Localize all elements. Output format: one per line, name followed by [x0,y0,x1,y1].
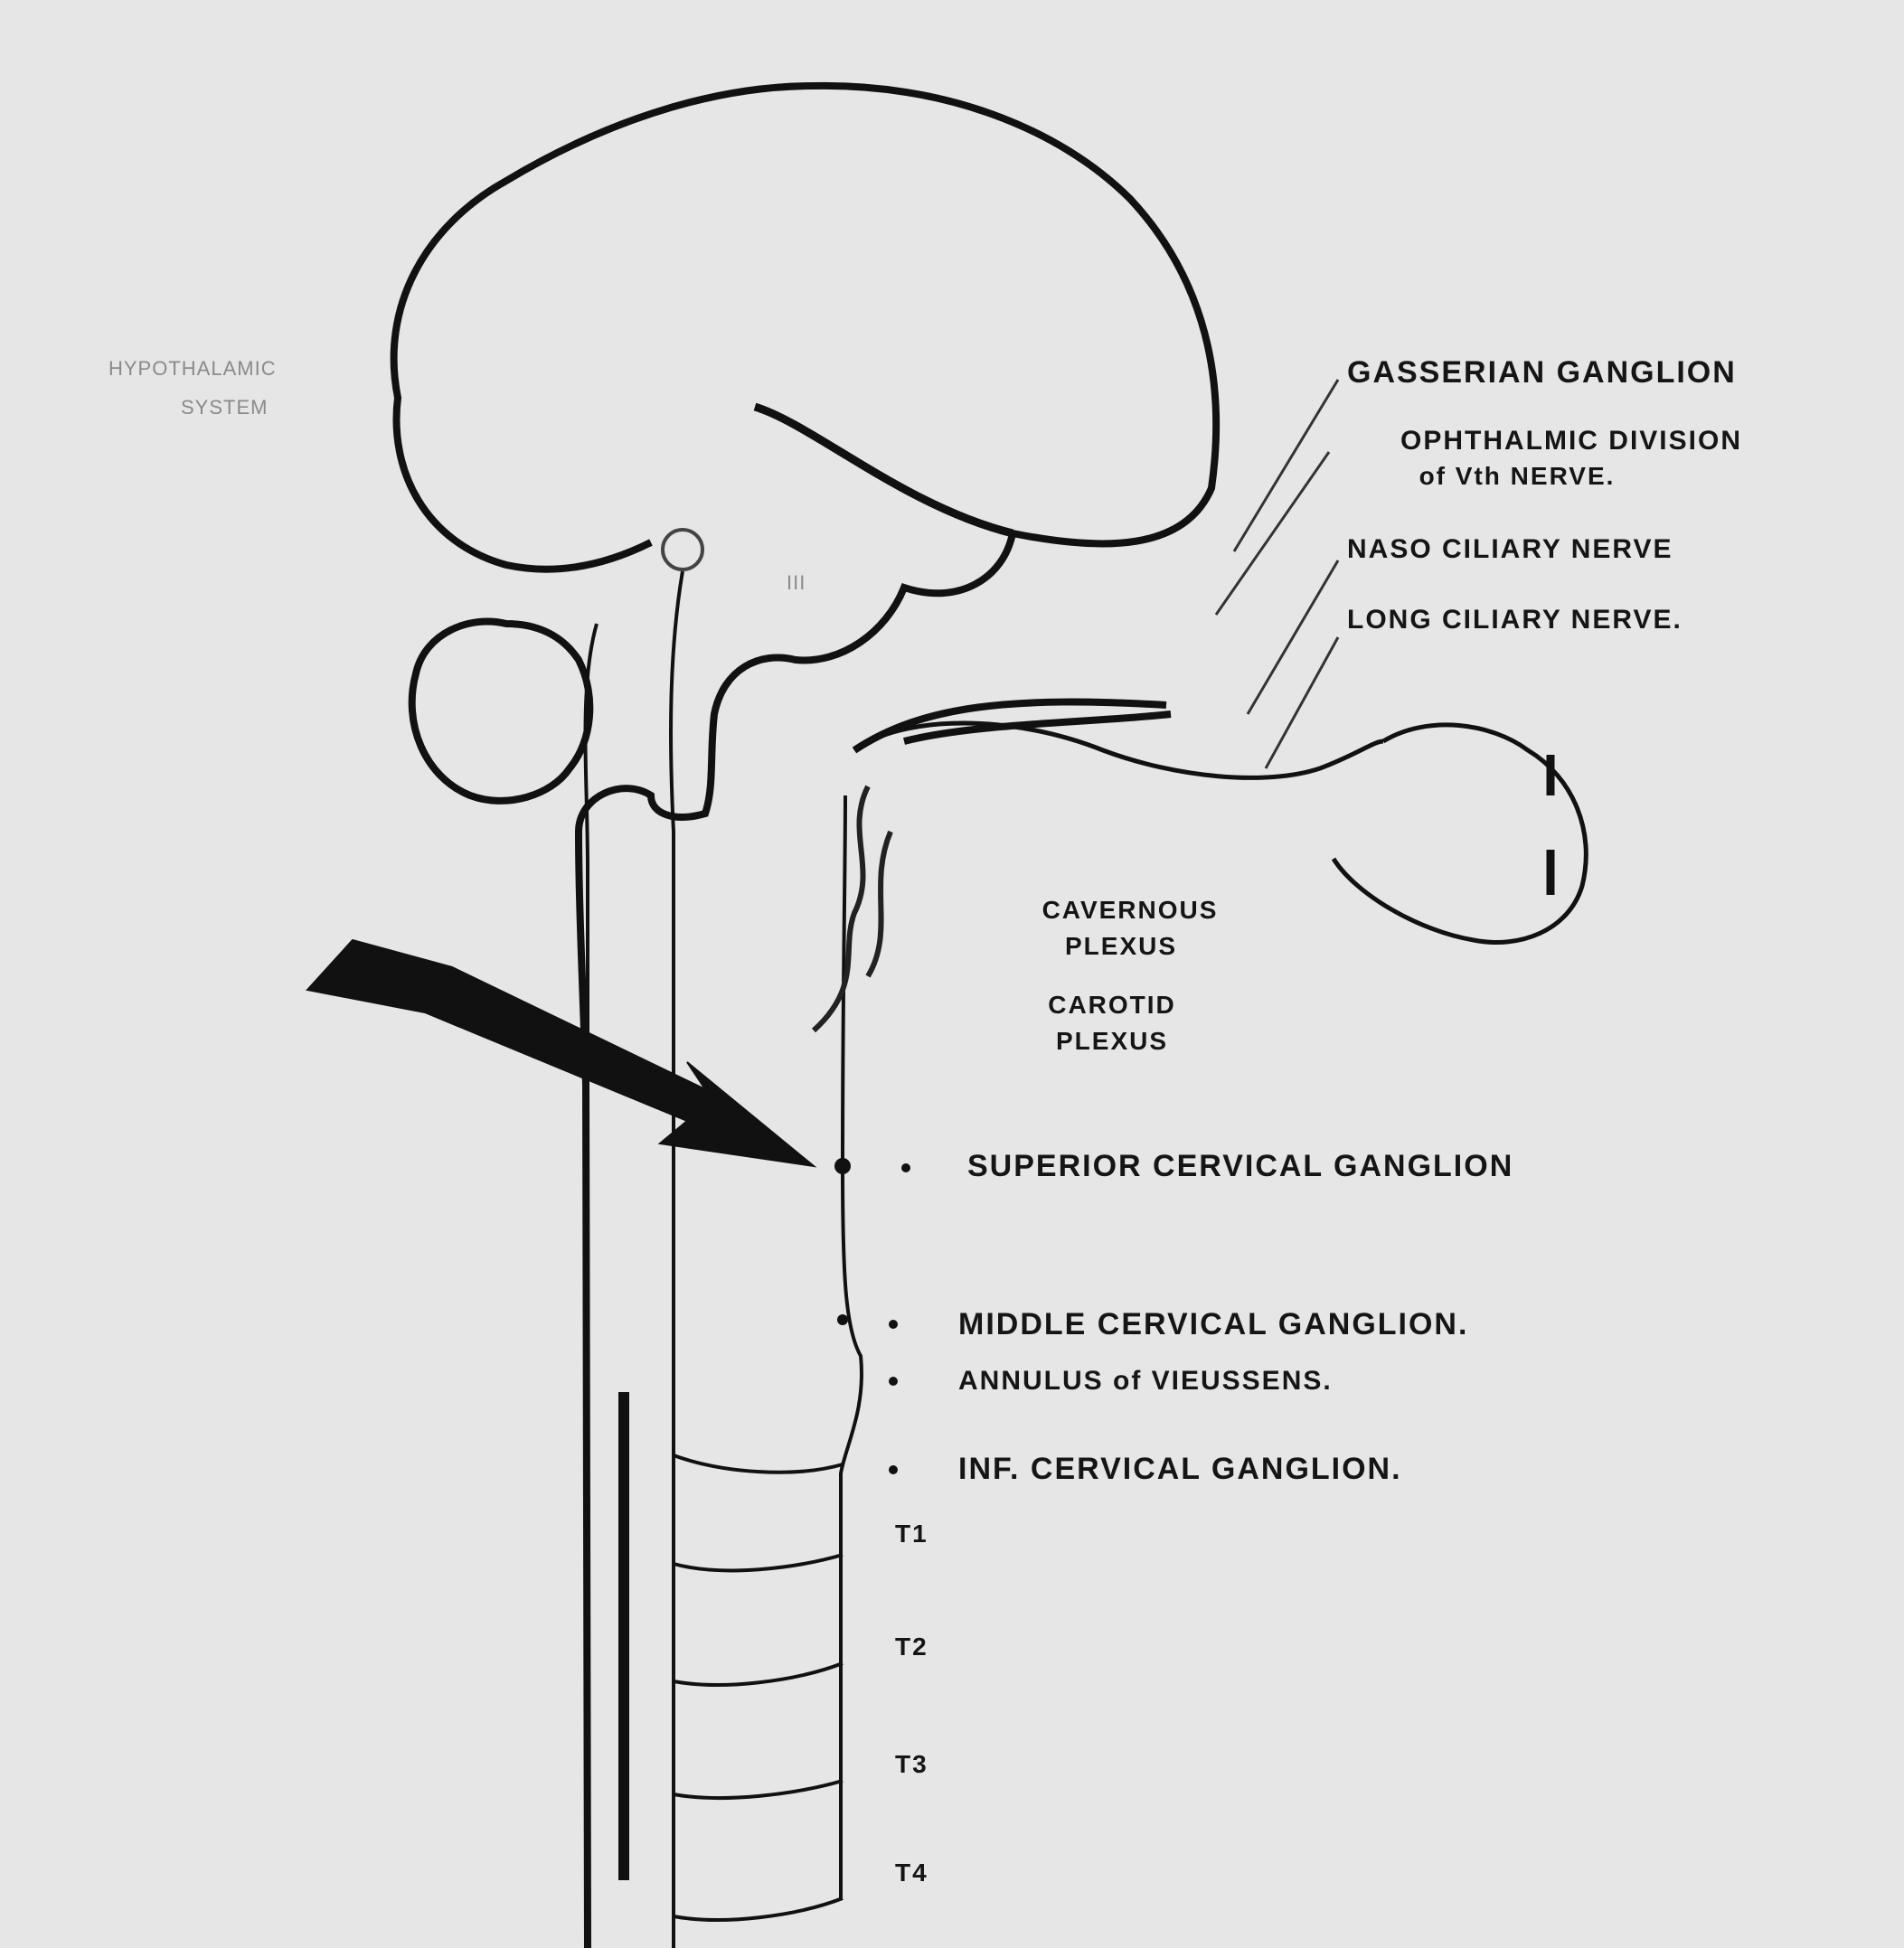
annulus-of-vieussens-label: ANNULUS of VIEUSSENS. [958,1365,1333,1397]
ophthalmic-nerve-bundle [854,702,1171,750]
arrow-pointer [307,940,814,1166]
middle-ganglion-node [837,1314,848,1325]
gasserian-ganglion-label: GASSERIAN GANGLION [1347,354,1737,391]
cavernous-plexus-label-2: PLEXUS [1013,931,1230,962]
t2-label: T2 [895,1632,928,1662]
brain-sulcus [755,407,1013,533]
carotid-plexus-lines [814,786,891,1030]
pituitary-circle [663,530,702,569]
brainstem-right [671,571,683,1410]
dot-middle [889,1320,898,1329]
ciliary-nerve-to-eye [854,723,1383,777]
brainstem-left [586,624,598,1948]
inferior-cervical-ganglion-label: INF. CERVICAL GANGLION. [958,1451,1402,1488]
carotid-plexus-label-2: PLEXUS [1013,1026,1211,1057]
leader-ophthalmic [1216,452,1329,615]
t4-label: T4 [895,1858,928,1888]
vertebral-segments [674,1455,843,1920]
t3-label: T3 [895,1749,928,1780]
superior-cervical-ganglion-label: SUPERIOR CERVICAL GANGLION [967,1148,1513,1185]
leader-nasociliary [1248,560,1338,714]
sympathetic-chain [841,795,862,1898]
t1-label: T1 [895,1519,928,1549]
superior-ganglion-node [834,1158,851,1174]
leader-long-ciliary [1266,637,1338,768]
dot-annulus [889,1377,898,1386]
cerebellum [412,621,590,800]
nasociliary-nerve-label: NASO CILIARY NERVE [1347,533,1673,566]
iii-nerve-label: III [787,571,806,595]
leader-gasserian [1234,380,1338,551]
system-label: SYSTEM [181,396,268,419]
dot-inferior [889,1465,898,1474]
carotid-plexus-label: CAROTID [1013,990,1211,1021]
middle-cervical-ganglion-label: MIDDLE CERVICAL GANGLION. [958,1306,1468,1343]
dot-superior [901,1163,910,1172]
cavernous-plexus-label: CAVERNOUS [1013,895,1248,926]
hypothalamic-label: HYPOTHALAMIC [108,357,277,381]
ophthalmic-division-label-2: of Vth NERVE. [1336,461,1698,492]
ophthalmic-division-label: OPHTHALMIC DIVISION [1336,425,1806,457]
brain-underside [397,398,652,569]
long-ciliary-nerve-label: LONG CILIARY NERVE. [1347,604,1682,636]
